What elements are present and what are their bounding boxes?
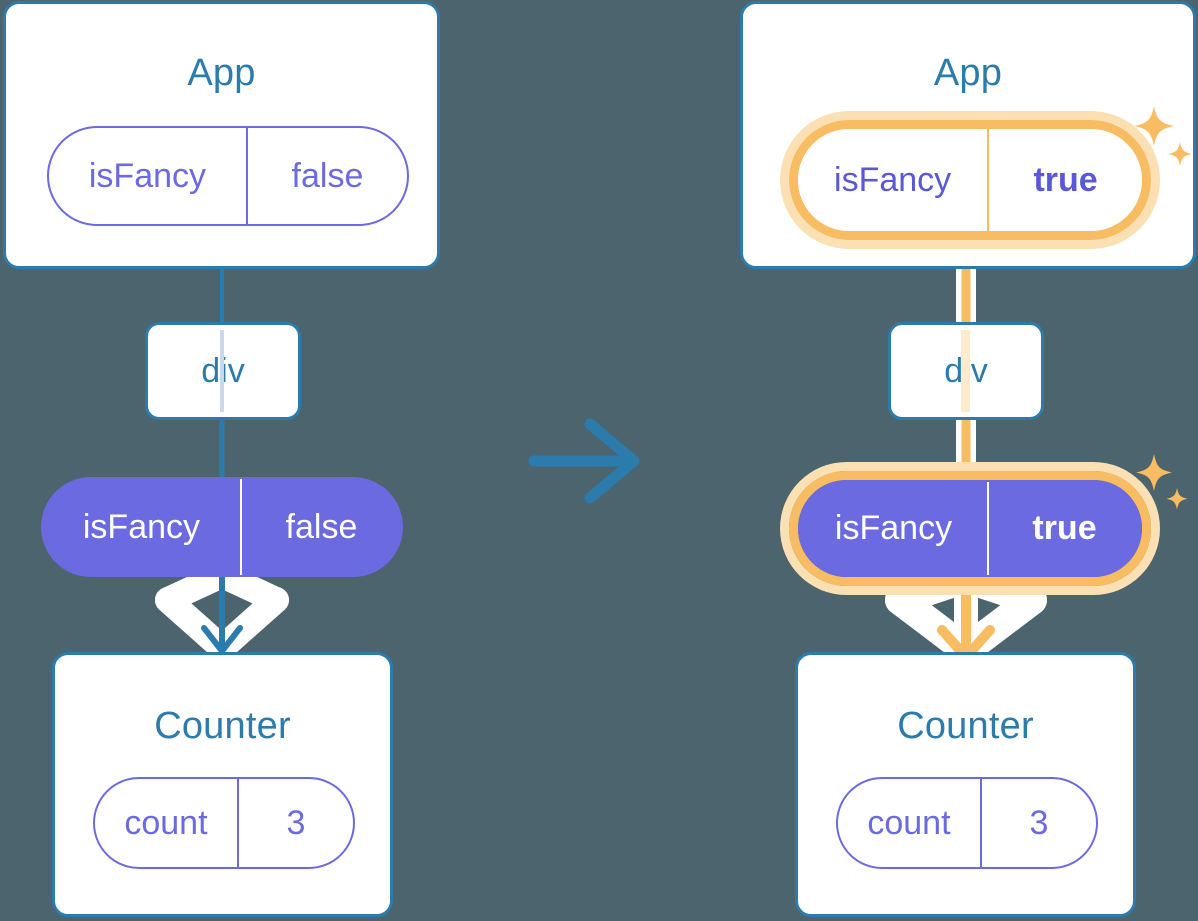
arrow-right-icon [528, 418, 640, 504]
props-key-label: isFancy [82, 507, 201, 546]
connector-through-div-before [220, 330, 224, 412]
app-state-pill-before: isFancy false [47, 126, 409, 226]
props-pill-after: isFancy true [798, 480, 1142, 577]
counter-value-label: 3 [236, 779, 353, 867]
props-value-label: false [239, 479, 401, 575]
counter-title-after: Counter [897, 705, 1034, 747]
counter-state-pill-before: count 3 [93, 777, 355, 869]
counter-key-label: count [867, 803, 951, 842]
props-pill-before: isFancy false [41, 477, 403, 577]
counter-key-label: count [124, 803, 208, 842]
counter-box-before: Counter count 3 [52, 652, 393, 917]
app-title-after: App [933, 52, 1003, 94]
counter-title-before: Counter [154, 705, 291, 747]
props-value-label: true [987, 482, 1140, 575]
connector-through-div-after [961, 330, 970, 412]
arrow-group-left [155, 560, 289, 661]
props-key-label: isFancy [834, 509, 953, 547]
counter-box-after: Counter count 3 [795, 652, 1136, 917]
state-key-label: isFancy [834, 160, 952, 199]
app-title-before: App [187, 52, 256, 94]
counter-value-label: 3 [979, 779, 1096, 867]
state-value-label: false [245, 128, 407, 224]
app-state-pill-after: isFancy true [798, 129, 1142, 231]
state-key-label: isFancy [88, 156, 207, 195]
counter-state-pill-after: count 3 [836, 777, 1098, 869]
state-value-label: true [987, 129, 1142, 231]
app-box-before: App isFancy false [3, 1, 440, 269]
